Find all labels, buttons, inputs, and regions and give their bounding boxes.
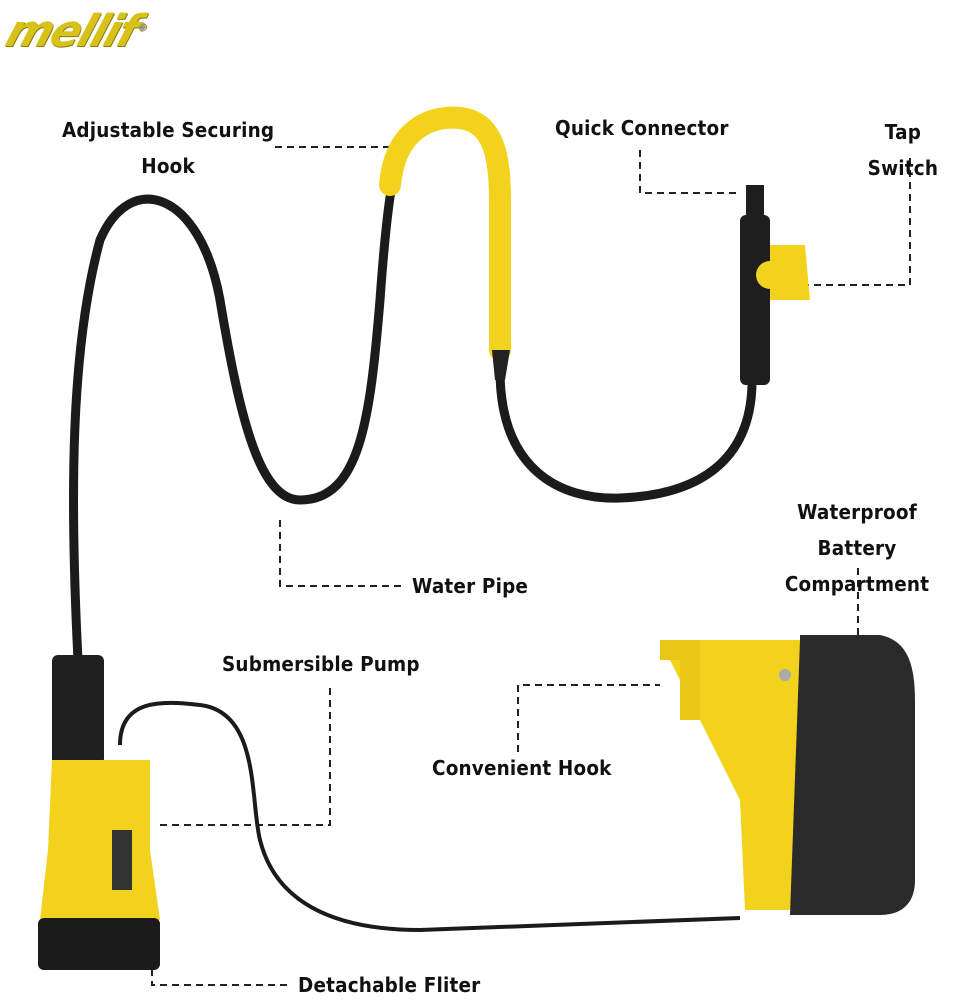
label-line: Compartment xyxy=(784,572,930,596)
label-quick-connector: Quick Connector xyxy=(555,116,729,140)
tap-knob xyxy=(756,261,784,289)
tap-lever xyxy=(770,245,810,300)
label-line: Adjustable Securing xyxy=(62,118,275,142)
quick-connector xyxy=(746,185,764,215)
label-water-pipe: Water Pipe xyxy=(412,574,529,598)
leader-filter xyxy=(151,945,290,986)
battery-compartment xyxy=(660,635,915,915)
leader-quick-connector xyxy=(639,150,740,194)
convenient-hook xyxy=(660,640,700,720)
battery-cover xyxy=(790,635,915,915)
leader-water-pipe xyxy=(279,520,405,587)
label-submersible-pump: Submersible Pump xyxy=(222,652,420,676)
pump-body xyxy=(40,760,160,920)
leader-pump xyxy=(160,688,331,826)
submersible-pump xyxy=(38,655,160,970)
leader-lines xyxy=(151,146,911,986)
label-battery-compartment: Waterproof Battery Compartment xyxy=(765,494,949,602)
screw-icon xyxy=(779,669,791,681)
power-cable xyxy=(118,700,741,933)
water-pipe xyxy=(68,168,400,661)
pump-label-plate xyxy=(112,830,132,890)
leader-tap-switch xyxy=(808,158,911,286)
label-convenient-hook: Convenient Hook xyxy=(432,756,612,780)
tap-body xyxy=(740,215,770,385)
label-line: Waterproof Battery xyxy=(797,500,917,560)
water-pipe-end xyxy=(495,369,757,503)
label-detachable-filter: Detachable Fliter xyxy=(298,973,481,997)
pump-outlet xyxy=(52,655,104,765)
hook-end xyxy=(492,350,510,380)
label-line: Hook xyxy=(141,154,195,178)
leader-convenient-hook xyxy=(517,684,660,752)
tap-switch-assembly xyxy=(740,185,810,385)
label-tap-switch: Tap Switch xyxy=(867,120,939,180)
label-adjustable-hook: Adjustable Securing Hook xyxy=(62,112,274,184)
securing-hook xyxy=(379,106,511,361)
pump-filter xyxy=(38,918,160,970)
